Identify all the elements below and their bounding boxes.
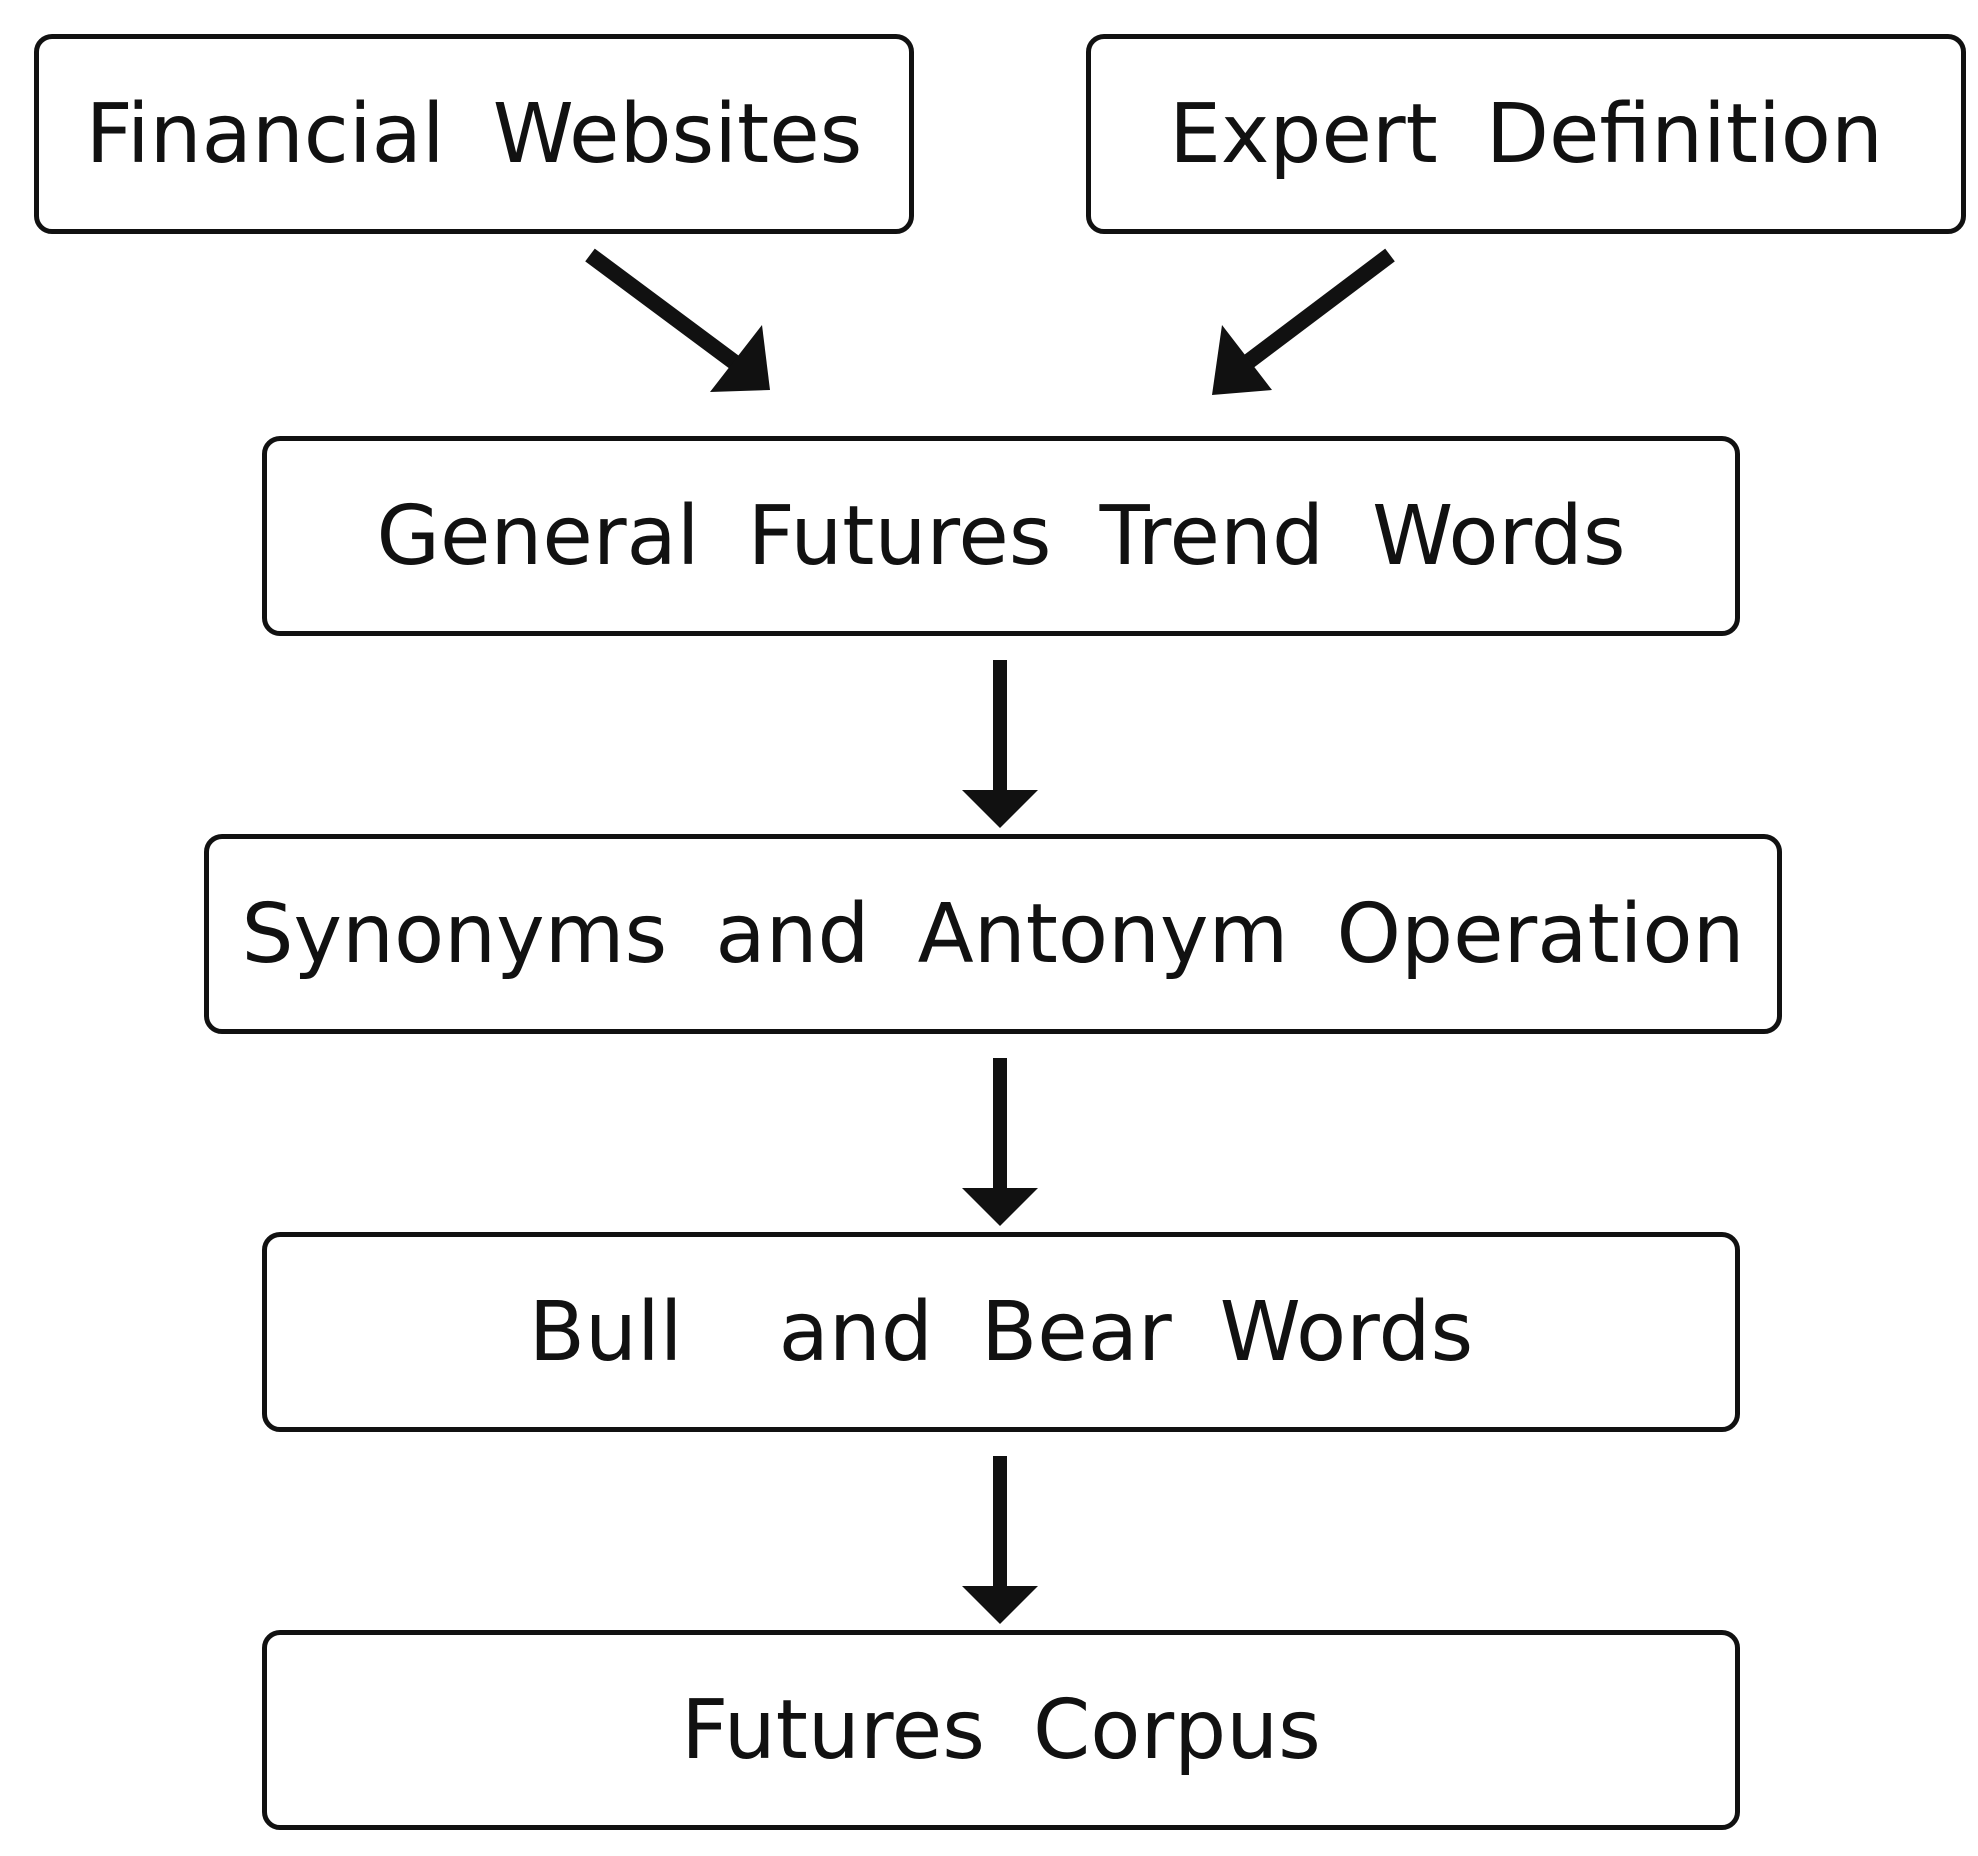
arrow-general-to-synonyms <box>962 660 1038 828</box>
arrow-financial-to-general <box>585 248 770 392</box>
bull-bear-words-label: Bull and Bear Words <box>528 1284 1474 1380</box>
expert-definition-label: Expert Definition <box>1169 86 1883 182</box>
general-futures-trend-words-box: General Futures Trend Words <box>262 436 1740 636</box>
financial-websites-label: Financial Websites <box>85 86 863 182</box>
synonyms-antonym-operation-box: Synonyms and Antonym Operation <box>204 834 1782 1034</box>
expert-definition-box: Expert Definition <box>1086 34 1966 234</box>
bull-bear-words-box: Bull and Bear Words <box>262 1232 1740 1432</box>
synonyms-antonym-operation-label: Synonyms and Antonym Operation <box>241 886 1745 982</box>
futures-corpus-label: Futures Corpus <box>681 1682 1321 1778</box>
arrow-bullbear-to-corpus <box>962 1456 1038 1624</box>
futures-corpus-box: Futures Corpus <box>262 1630 1740 1830</box>
financial-websites-box: Financial Websites <box>34 34 914 234</box>
general-futures-trend-words-label: General Futures Trend Words <box>376 488 1626 584</box>
arrow-synonyms-to-bullbear <box>962 1058 1038 1226</box>
arrow-expert-to-general <box>1212 248 1395 395</box>
